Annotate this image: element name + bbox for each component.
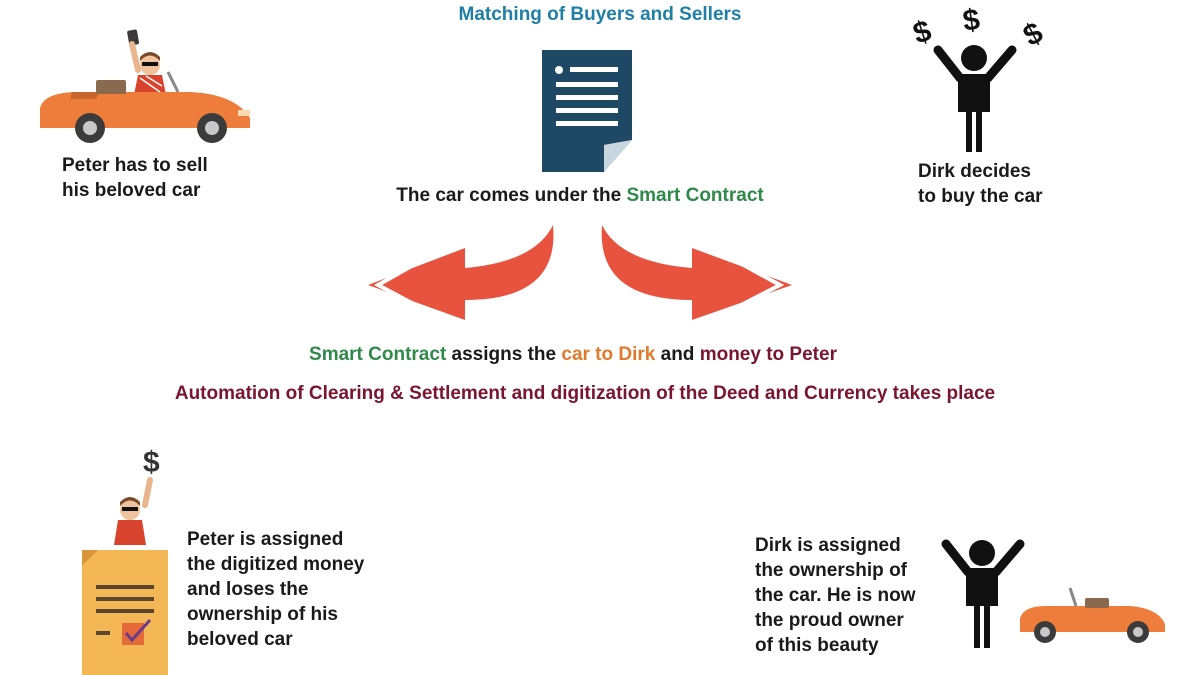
automation-statement: Automation of Clearing & Settlement and … (174, 383, 996, 404)
caption-line: to buy the car (918, 186, 1043, 207)
caption-line: Peter has to sell (62, 155, 208, 176)
dirk-car-icon (941, 539, 1165, 648)
caption-text: The car comes under the (396, 185, 627, 206)
smart-contract-document-icon (542, 50, 632, 172)
smart-contract-highlight: Smart Contract (626, 185, 764, 206)
caption-line: the digitized money (187, 554, 365, 575)
caption-line: Peter is assigned (187, 529, 344, 550)
caption-line: the ownership of (755, 560, 907, 581)
caption-line: beloved car (187, 629, 293, 650)
contract-caption: The car comes under the Smart Contract (0, 183, 1160, 208)
dirk-dollars-icon (933, 45, 1017, 152)
caption-line: of this beauty (755, 635, 879, 656)
diagram-title: Matching of Buyers and Sellers (458, 4, 742, 25)
peter-assigned-caption: Peter is assigned the digitized money an… (187, 527, 364, 652)
dirk-buy-caption: Dirk decides to buy the car (918, 159, 1043, 209)
peter-sell-caption: Peter has to sell his beloved car (62, 153, 208, 203)
statement-text: assigns the (446, 344, 562, 365)
money-to-peter-highlight: money to Peter (699, 344, 837, 365)
peter-certificate-icon (82, 477, 168, 675)
curved-arrow-left-icon (368, 225, 554, 320)
assignment-statement: Smart Contract assigns the car to Dirk a… (0, 342, 1146, 367)
caption-line: and loses the (187, 579, 309, 600)
dirk-assigned-caption: Dirk is assigned the ownership of the ca… (755, 533, 916, 658)
caption-line: his beloved car (62, 180, 201, 201)
smart-contract-highlight: Smart Contract (309, 344, 447, 365)
dollar-icon: $ (143, 446, 160, 479)
caption-line: ownership of his (187, 604, 338, 625)
caption-line: Dirk is assigned (755, 535, 901, 556)
caption-line: the car. He is now (755, 585, 916, 606)
peter-car-icon (40, 29, 250, 143)
statement-text: and (655, 344, 700, 365)
caption-line: Dirk decides (918, 161, 1031, 182)
car-to-dirk-highlight: car to Dirk (561, 344, 656, 365)
curved-arrow-right-icon (601, 225, 792, 320)
caption-line: the proud owner (755, 610, 904, 631)
